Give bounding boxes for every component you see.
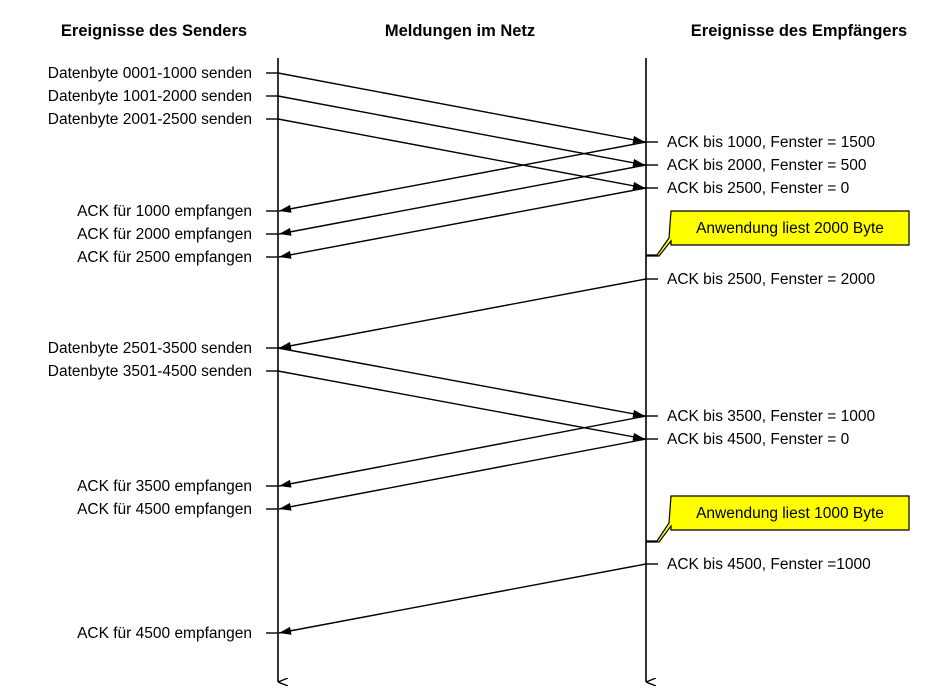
callout-read-1000: Anwendung liest 1000 Byte bbox=[645, 495, 910, 543]
data-segment-arrow bbox=[277, 347, 646, 418]
receiver-event-label: ACK bis 2500, Fenster = 2000 bbox=[667, 271, 875, 288]
network-header: Meldungen im Netz bbox=[385, 22, 535, 40]
sender-event-label: Datenbyte 3501-4500 senden bbox=[48, 363, 252, 380]
sender-event-label: ACK für 1000 empfangen bbox=[77, 203, 252, 220]
ack-arrow bbox=[278, 187, 647, 259]
sender-header: Ereignisse des Senders bbox=[61, 22, 247, 40]
receiver-event-label: ACK bis 2500, Fenster = 0 bbox=[667, 180, 850, 197]
callout-box bbox=[645, 495, 910, 543]
callout-text: Anwendung liest 1000 Byte bbox=[696, 505, 884, 522]
ack-arrow bbox=[278, 141, 647, 213]
sender-event-label: Datenbyte 1001-2000 senden bbox=[48, 88, 252, 105]
receiver-event-label: ACK bis 1000, Fenster = 1500 bbox=[667, 134, 875, 151]
sender-event-label: ACK für 4500 empfangen bbox=[77, 501, 252, 518]
ack-arrow bbox=[278, 278, 647, 350]
sender-event-label: ACK für 2500 empfangen bbox=[77, 249, 252, 266]
ack-arrow bbox=[278, 164, 647, 236]
sender-event-label: Datenbyte 2501-3500 senden bbox=[48, 340, 252, 357]
messages bbox=[277, 72, 647, 635]
receiver-event-label: ACK bis 4500, Fenster =1000 bbox=[667, 556, 871, 573]
data-segment-arrow bbox=[277, 118, 646, 190]
ack-arrow bbox=[278, 563, 647, 635]
sender-event-label: ACK für 4500 empfangen bbox=[77, 625, 252, 642]
receiver-header: Ereignisse des Empfängers bbox=[691, 22, 907, 40]
receiver-event-label: ACK bis 4500, Fenster = 0 bbox=[667, 431, 850, 448]
data-segment-arrow bbox=[277, 95, 646, 167]
data-segment-arrow bbox=[277, 72, 646, 144]
callout-text: Anwendung liest 2000 Byte bbox=[696, 220, 884, 237]
data-segment-arrow bbox=[277, 370, 646, 441]
receiver-event-label: ACK bis 2000, Fenster = 500 bbox=[667, 157, 867, 174]
sender-event-label: ACK für 3500 empfangen bbox=[77, 478, 252, 495]
receiver-event-label: ACK bis 3500, Fenster = 1000 bbox=[667, 408, 875, 425]
sender-event-label: Datenbyte 2001-2500 senden bbox=[48, 111, 252, 128]
sender-event-label: ACK für 2000 empfangen bbox=[77, 226, 252, 243]
callout-read-2000: Anwendung liest 2000 Byte bbox=[645, 210, 910, 257]
sender-event-label: Datenbyte 0001-1000 senden bbox=[48, 65, 252, 82]
ack-arrow bbox=[278, 415, 647, 488]
callout-box bbox=[645, 210, 910, 257]
ack-arrow bbox=[278, 438, 647, 511]
